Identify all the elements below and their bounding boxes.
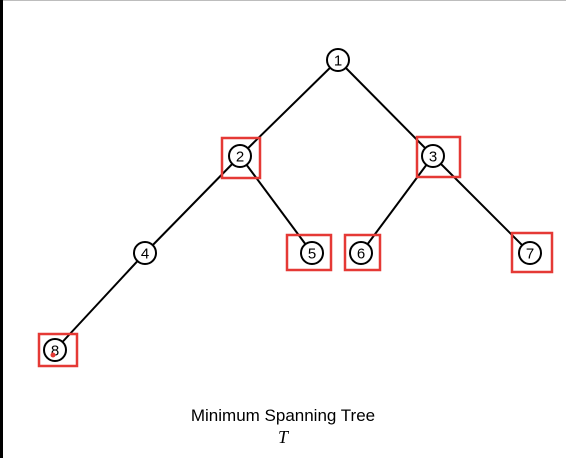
edge-2-5 <box>239 155 313 254</box>
node-label: 4 <box>141 246 149 263</box>
edge-1-3 <box>337 59 434 157</box>
node-circle <box>421 144 445 168</box>
edge-2-4 <box>144 155 241 254</box>
caption-symbol: T <box>277 427 288 447</box>
cursor-marker-dot <box>50 352 56 358</box>
node-label: 2 <box>236 149 244 166</box>
node-circle <box>349 241 373 265</box>
node-circle <box>133 241 157 265</box>
caption-title: Minimum Spanning Tree <box>190 406 376 425</box>
highlight-box-5 <box>285 233 333 272</box>
node-circle <box>300 241 324 265</box>
node-circle <box>518 241 542 265</box>
node-label: 3 <box>429 149 437 166</box>
highlight-box-3 <box>415 135 462 179</box>
highlight-box-8 <box>37 332 79 368</box>
edge-3-7 <box>432 155 531 254</box>
node-4: 4 <box>133 241 157 265</box>
node-label: 7 <box>526 246 534 263</box>
node-circle <box>326 48 350 72</box>
node-1: 1 <box>326 48 350 72</box>
highlight-box-6 <box>343 233 382 272</box>
highlight-box-7 <box>510 231 554 274</box>
edge-3-6 <box>360 155 434 254</box>
node-label: 8 <box>51 343 59 360</box>
node-3: 3 <box>421 144 445 168</box>
node-6: 6 <box>349 241 373 265</box>
node-2: 2 <box>228 144 252 168</box>
node-label: 1 <box>334 53 342 70</box>
highlight-box-2 <box>220 136 262 180</box>
node-label: 6 <box>357 246 365 263</box>
top-border <box>0 0 566 1</box>
edge-4-8 <box>54 252 146 351</box>
edge-1-2 <box>239 59 339 157</box>
node-7: 7 <box>518 241 542 265</box>
node-circle <box>228 144 252 168</box>
node-circle <box>43 338 67 362</box>
node-5: 5 <box>300 241 324 265</box>
node-label: 5 <box>308 246 316 263</box>
node-8: 8 <box>43 338 67 362</box>
left-border <box>0 0 3 458</box>
